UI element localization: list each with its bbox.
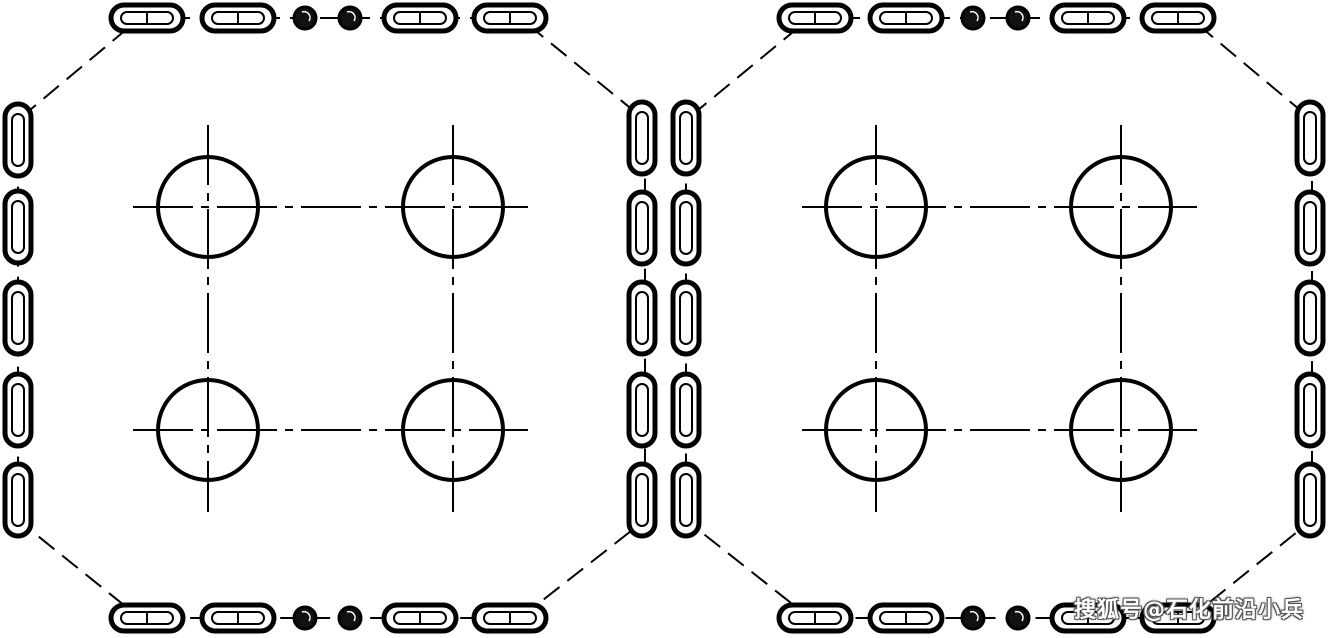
small-hole bbox=[1005, 5, 1031, 31]
small-hole bbox=[337, 605, 363, 631]
panel-right bbox=[673, 5, 1323, 631]
slot bbox=[870, 5, 942, 31]
slot bbox=[673, 464, 699, 536]
slot bbox=[5, 282, 31, 354]
small-hole bbox=[337, 5, 363, 31]
slot bbox=[202, 605, 274, 631]
slot bbox=[5, 374, 31, 446]
slot bbox=[1297, 282, 1323, 354]
slot bbox=[384, 605, 456, 631]
slot bbox=[5, 464, 31, 536]
small-hole bbox=[960, 5, 986, 31]
slot bbox=[202, 5, 274, 31]
slot bbox=[629, 374, 655, 446]
slot bbox=[673, 282, 699, 354]
slot bbox=[1297, 374, 1323, 446]
small-hole bbox=[960, 605, 986, 631]
watermark-text: 搜狐号@石化前沿小兵 bbox=[1073, 598, 1304, 623]
slot bbox=[111, 605, 183, 631]
slot bbox=[1142, 5, 1214, 31]
centerlines bbox=[802, 125, 1197, 512]
slot bbox=[870, 605, 942, 631]
small-hole bbox=[292, 5, 318, 31]
slot bbox=[474, 605, 546, 631]
slot bbox=[384, 5, 456, 31]
slot bbox=[629, 102, 655, 174]
slot bbox=[779, 605, 851, 631]
slot bbox=[779, 5, 851, 31]
panel-outline bbox=[17, 17, 646, 619]
slot bbox=[629, 192, 655, 264]
slot bbox=[629, 282, 655, 354]
small-hole bbox=[292, 605, 318, 631]
centerlines bbox=[133, 125, 528, 512]
slot bbox=[1297, 102, 1323, 174]
slot bbox=[673, 374, 699, 446]
slot bbox=[673, 102, 699, 174]
slot bbox=[474, 5, 546, 31]
panel-left bbox=[5, 5, 655, 631]
slot bbox=[111, 5, 183, 31]
slot bbox=[1297, 192, 1323, 264]
slot bbox=[629, 464, 655, 536]
slot bbox=[5, 191, 31, 263]
slot bbox=[673, 192, 699, 264]
slot bbox=[1297, 464, 1323, 536]
panel-outline bbox=[685, 17, 1313, 619]
slot bbox=[5, 104, 31, 176]
small-hole bbox=[1005, 605, 1031, 631]
slot bbox=[1052, 5, 1124, 31]
